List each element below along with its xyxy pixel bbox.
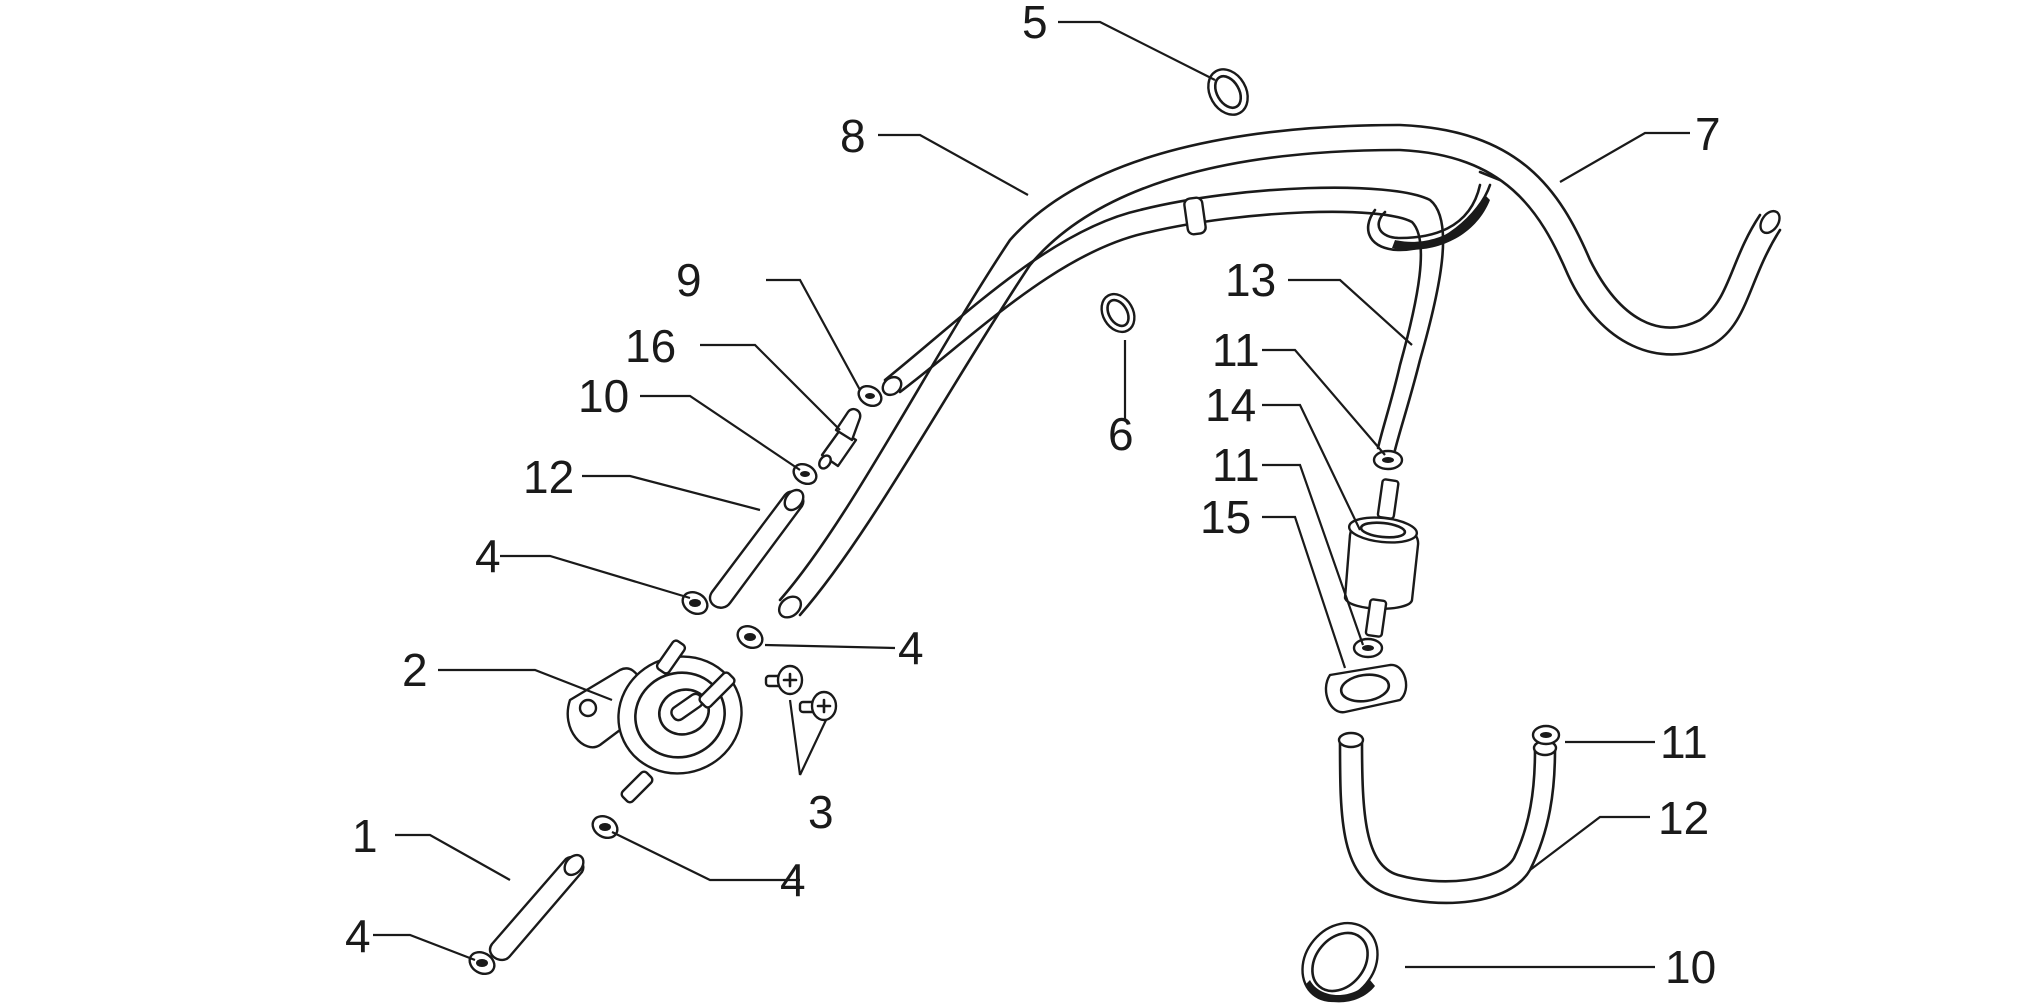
hose-1 xyxy=(488,853,585,962)
screw-3-lower xyxy=(798,690,838,722)
connector-16 xyxy=(818,407,862,470)
callout-3: 3 xyxy=(808,786,834,838)
callout-12-right: 13 xyxy=(1225,254,1276,306)
callout-labels: 5 8 7 9 16 10 12 4 4 2 3 1 4 4 6 13 11 1… xyxy=(345,0,1721,993)
callout-2: 2 xyxy=(402,644,428,696)
fuel-pump-2 xyxy=(566,639,743,804)
callout-1: 1 xyxy=(352,810,378,862)
clamp-5 xyxy=(1207,68,1249,116)
callout-5: 5 xyxy=(1022,0,1048,48)
callout-13: 12 xyxy=(1658,792,1709,844)
callout-7: 6 xyxy=(1108,408,1134,460)
clamp-11-top xyxy=(1372,449,1404,471)
callout-11-middle: 11 xyxy=(1212,439,1260,491)
callout-4-bottom: 4 xyxy=(345,910,371,962)
callout-11-right: 11 xyxy=(1660,716,1708,768)
clamp-11-right xyxy=(1531,724,1561,746)
callout-6: 10 xyxy=(1665,941,1716,993)
callout-12-left: 12 xyxy=(523,451,574,503)
callout-10-lower: 10 xyxy=(578,370,629,422)
screw-3-upper xyxy=(764,664,804,696)
clamp-6 xyxy=(1301,921,1379,1003)
callout-10-upper: 9 xyxy=(676,254,702,306)
callout-9: 8 xyxy=(840,110,866,162)
clamp-10-upper xyxy=(857,384,883,408)
callout-4-upper-right: 4 xyxy=(898,622,924,674)
hose-12-short xyxy=(708,488,805,609)
clamp-11-middle xyxy=(1352,637,1384,659)
clamp-10-lower xyxy=(792,462,818,486)
fuel-filter-14 xyxy=(1343,478,1420,638)
clamp-4-upper-left xyxy=(681,590,709,616)
hose-13 xyxy=(1337,731,1558,905)
clamp-4-upper-right xyxy=(736,624,764,650)
hose-12-upper xyxy=(881,186,1445,452)
clamp-4-bottom xyxy=(468,950,496,976)
clamp-15 xyxy=(1324,663,1408,714)
clamp-8 xyxy=(1366,170,1502,252)
callout-16: 16 xyxy=(625,320,676,372)
clamp-4-lower xyxy=(591,814,619,840)
leader-lines xyxy=(373,20,1690,969)
callout-8: 7 xyxy=(1695,108,1721,160)
hose-9 xyxy=(777,123,1782,619)
clamp-7 xyxy=(1100,292,1136,334)
callout-15: 15 xyxy=(1200,491,1251,543)
callout-4-upper-left: 4 xyxy=(475,530,501,582)
callout-14: 14 xyxy=(1205,379,1256,431)
callout-11-top: 11 xyxy=(1212,324,1260,376)
callout-4-lower: 4 xyxy=(780,854,806,906)
